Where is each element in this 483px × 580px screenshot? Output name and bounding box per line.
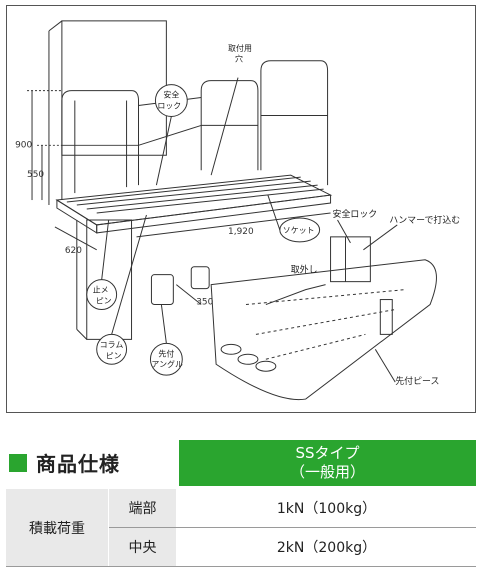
tip-angle-label-2: アングル (151, 359, 183, 369)
type-header: SSタイプ （一般用） (179, 440, 476, 486)
type-subtitle: （一般用） (289, 463, 365, 481)
column-pin-label-1: コラム (100, 340, 124, 349)
mounting-hole-label-2: 穴 (235, 54, 243, 64)
safety-lock-label-2: ロック (157, 101, 181, 110)
dim-900: 900 (15, 140, 32, 150)
tip-angle-label-1: 先付 (158, 348, 174, 358)
dim-350: 350 (196, 298, 213, 308)
section-title: 商品仕様 (36, 452, 120, 476)
spec-section-header: 商品仕様 SSタイプ （一般用） (6, 440, 476, 486)
value-center: 2kN（200kg） (176, 527, 476, 567)
safety-lock-2-label: 安全ロック (333, 208, 378, 220)
type-name: SSタイプ (295, 444, 360, 462)
socket-label: ソケット (283, 226, 315, 235)
product-diagram: 取付用 穴 安全 ロック ソケット 止メ ピン コラム ピン 先付 アングル 安… (6, 5, 476, 413)
section-marker-icon (9, 454, 27, 472)
hammer-drive-label: ハンマーで打込む (389, 214, 460, 226)
sub-label-end: 端部 (108, 489, 177, 528)
table-row: 積載荷重 端部 1kN（100kg） (6, 489, 476, 567)
table-row: 中央 2kN（200kg） (6, 527, 476, 567)
scaffold-illustration: 取付用 穴 安全 ロック ソケット 止メ ピン コラム ピン 先付 アングル 安… (15, 20, 460, 401)
spec-table: 積載荷重 端部 1kN（100kg） 中央 2kN（200kg） (6, 489, 476, 567)
column-pin-label-2: ピン (106, 351, 122, 360)
sub-label-center: 中央 (108, 527, 177, 567)
dim-620: 620 (65, 246, 82, 256)
remove-label: 取外し (291, 264, 318, 276)
stop-pin-label-2: ピン (96, 297, 112, 306)
load-category-cell: 積載荷重 (6, 489, 109, 567)
dim-550: 550 (27, 170, 44, 180)
safety-lock-label-1: 安全 (163, 90, 179, 100)
mounting-hole-label-1: 取付用 (228, 43, 252, 53)
dim-1920: 1,920 (228, 227, 254, 237)
tip-piece-label: 先付ピース (395, 375, 439, 387)
value-end: 1kN（100kg） (176, 489, 476, 528)
stop-pin-label-1: 止メ (93, 285, 109, 295)
